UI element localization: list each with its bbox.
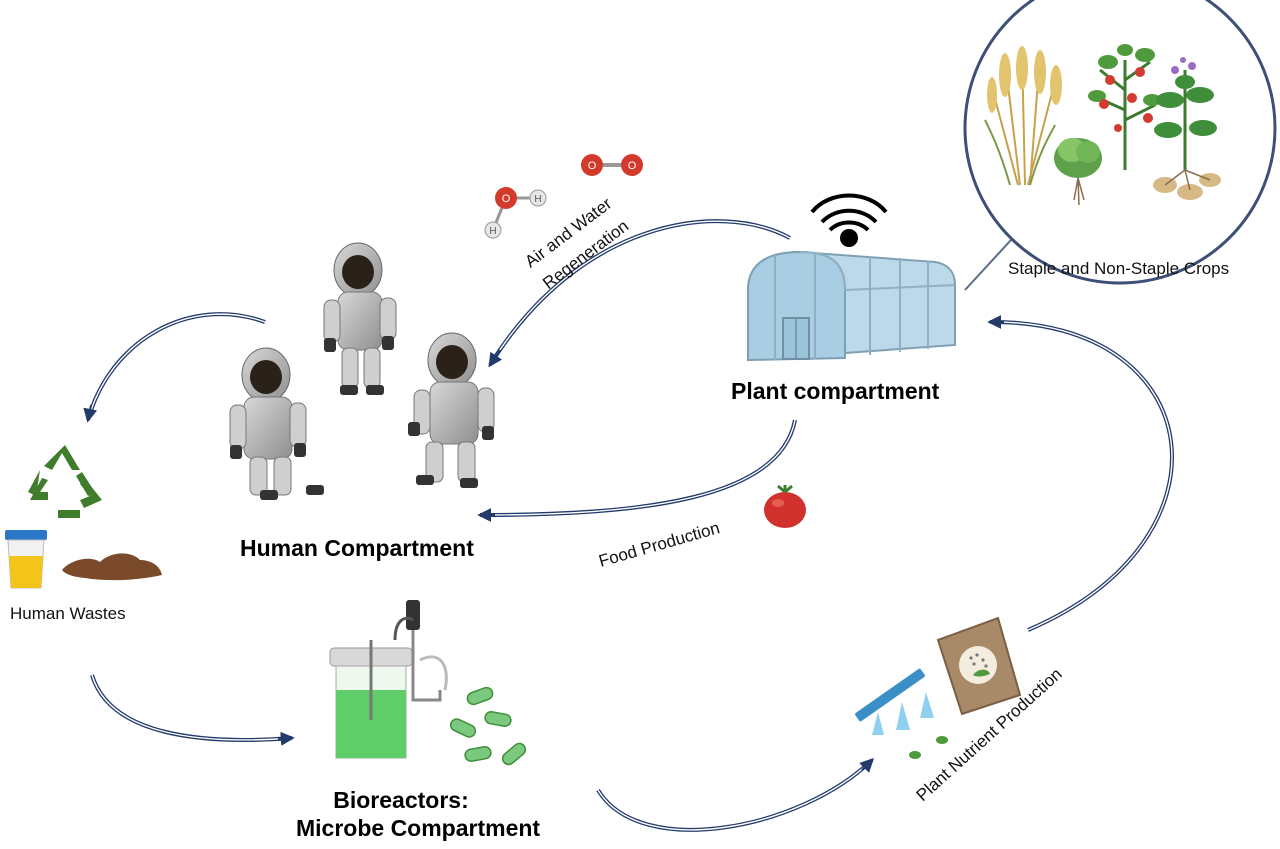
bacteria-icon <box>449 686 527 766</box>
oxygen-molecule-icon: O O <box>581 154 643 176</box>
fertilizer-bag-icon <box>936 616 1022 716</box>
recycle-icon <box>28 445 102 518</box>
arrow-humans-to-wastes <box>83 312 266 423</box>
human-wastes-label: Human Wastes <box>10 604 126 623</box>
bioreactors-label-line2: Microbe Compartment <box>296 815 541 841</box>
urine-cup-icon <box>5 530 47 589</box>
lettuce-icon <box>1054 138 1102 206</box>
crops-circle <box>963 0 1277 285</box>
staple-crops-label: Staple and Non-Staple Crops <box>1008 259 1230 278</box>
arrow-nutrient-to-plants <box>987 315 1174 632</box>
plant-compartment-label: Plant compartment <box>731 378 940 404</box>
water-h1-label: H <box>534 194 541 205</box>
feces-icon <box>62 553 162 581</box>
astronaut-icon <box>323 242 397 395</box>
wheat-icon <box>984 46 1062 186</box>
water-o-label: O <box>502 193 511 205</box>
oxygen-o2-label: O <box>628 160 637 172</box>
tomato-plant-icon <box>1088 44 1161 170</box>
arrow-wastes-to-bioreactor <box>90 674 295 746</box>
bioreactor-icon <box>329 600 448 759</box>
oxygen-o1-label: O <box>588 160 597 172</box>
astronaut-icon <box>229 347 324 500</box>
arrow-bioreactor-to-nutrient <box>596 758 874 832</box>
greenhouse-icon <box>747 250 956 362</box>
bioreactors-label-line1: Bioreactors: <box>333 787 469 813</box>
water-molecule-icon: O H H <box>484 187 547 239</box>
human-compartment-label: Human Compartment <box>240 535 474 561</box>
sprinkler-icon <box>855 668 948 759</box>
water-h2-label: H <box>489 226 496 237</box>
tomato-icon <box>764 484 806 528</box>
arrow-food-production <box>477 419 797 522</box>
astronaut-icon <box>408 332 495 488</box>
potato-plant-icon <box>1153 57 1221 200</box>
arrow-air-water <box>488 219 791 368</box>
wifi-icon <box>810 193 888 247</box>
